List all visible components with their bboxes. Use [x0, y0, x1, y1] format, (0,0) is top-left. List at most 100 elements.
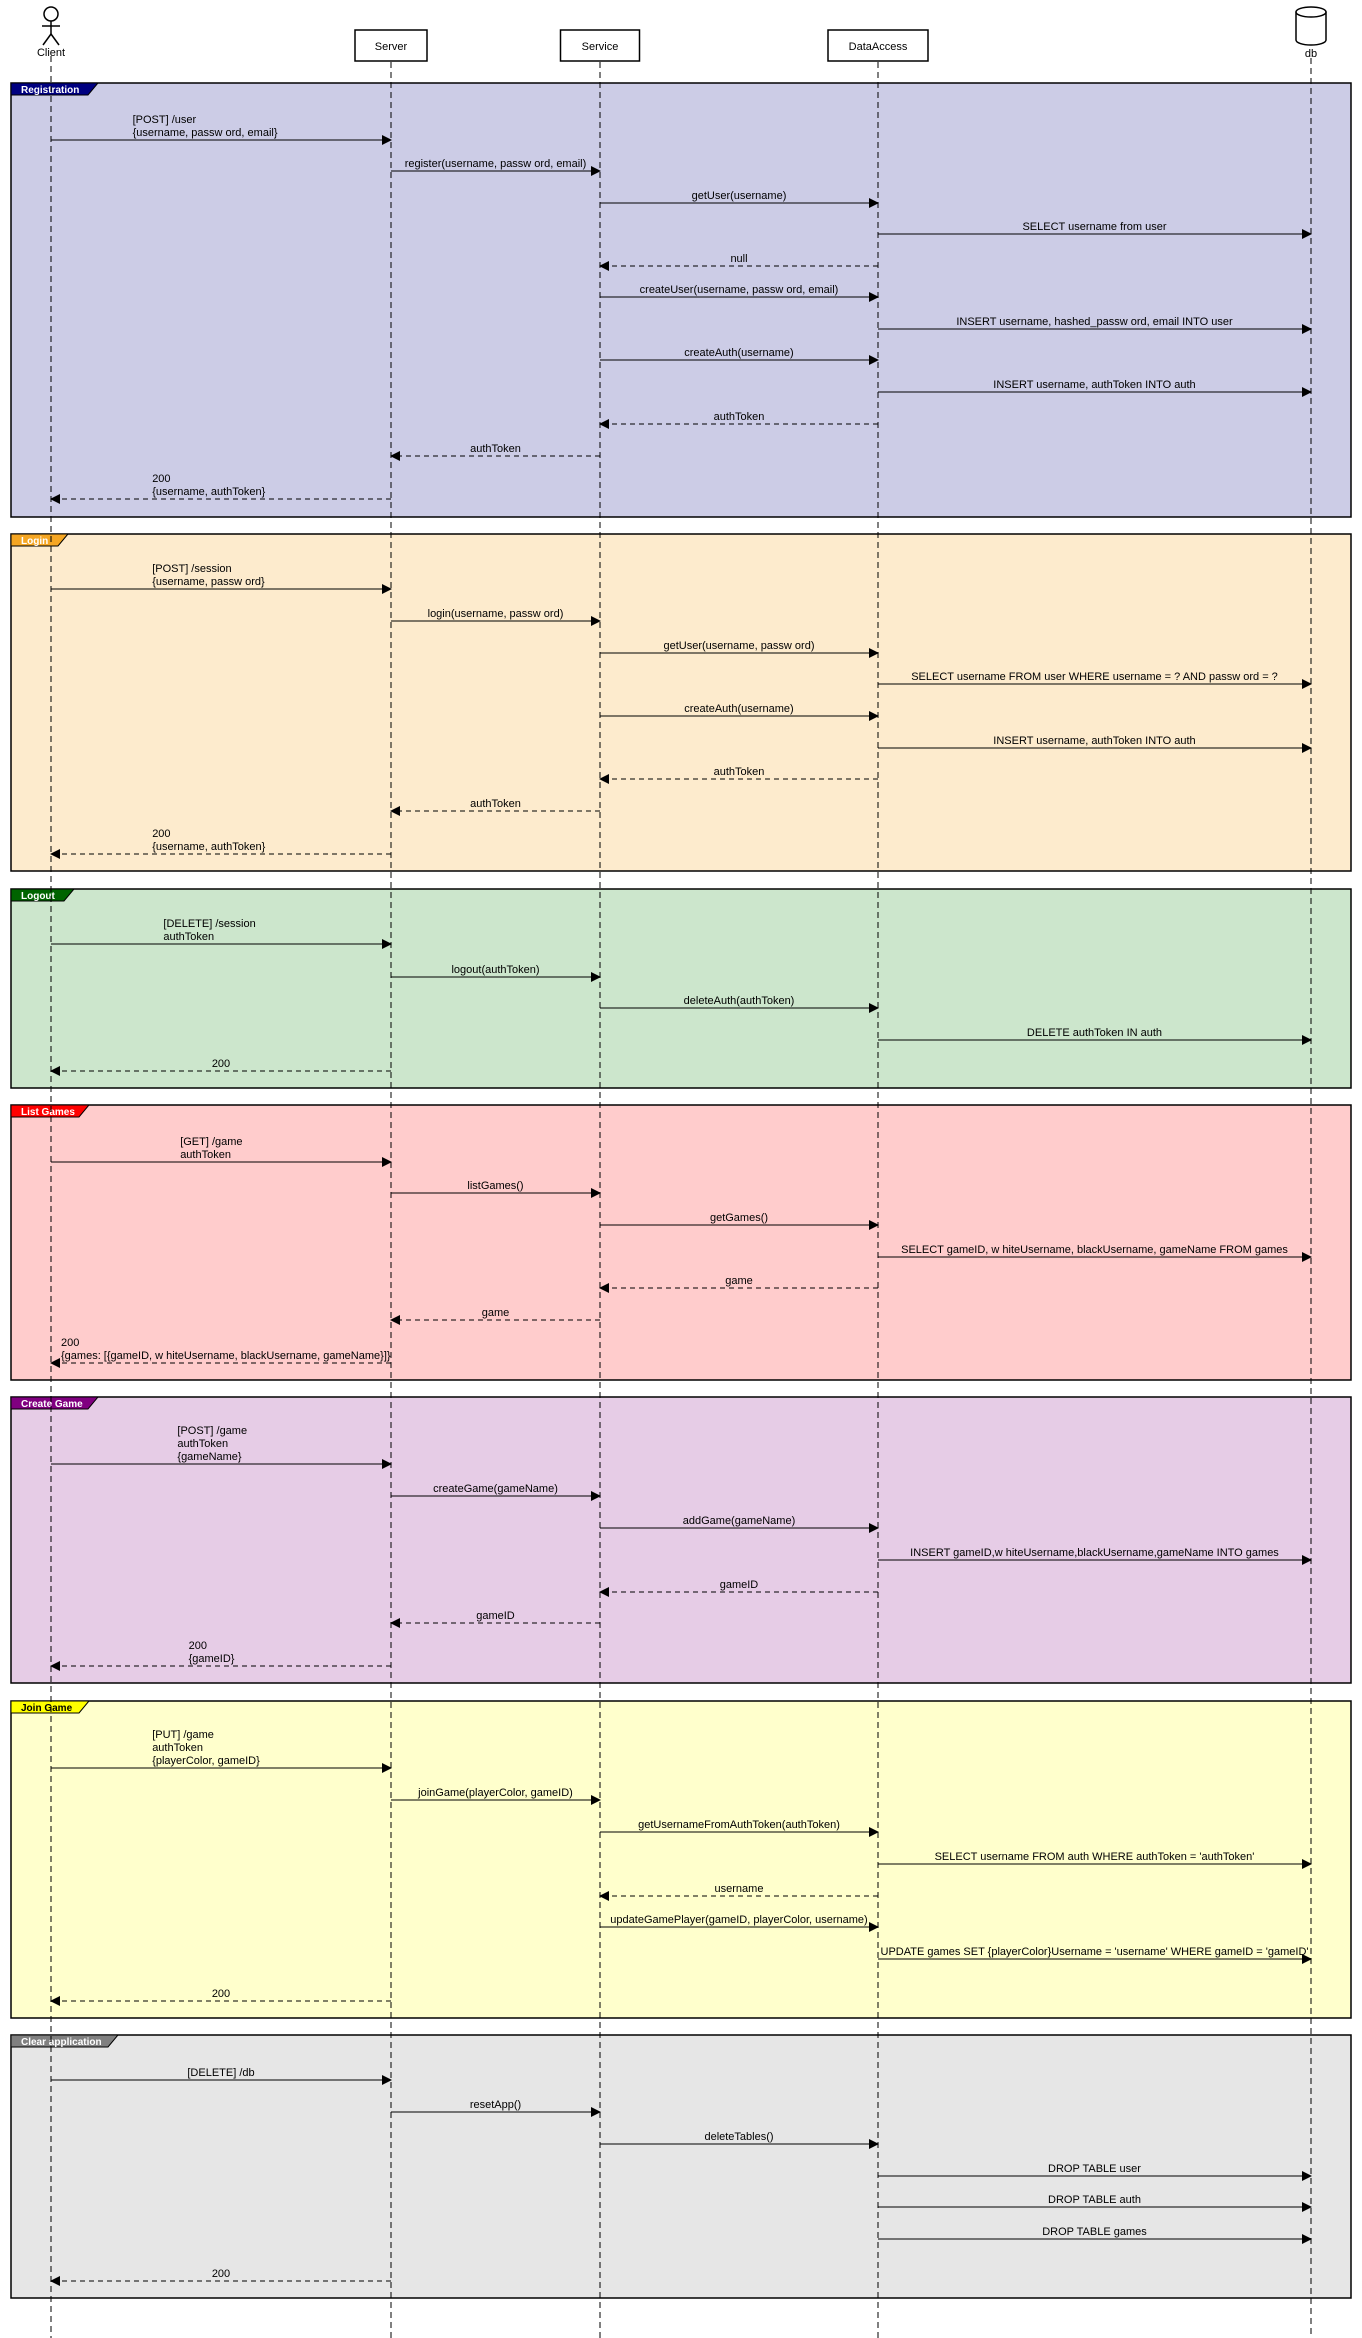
- call-message: resetApp(): [391, 2099, 601, 2117]
- return-message: 200: [50, 1058, 391, 1076]
- message-label: DROP TABLE games: [1042, 2226, 1147, 2238]
- participant-dataaccess: DataAccess: [827, 29, 929, 62]
- call-message: logout(authToken): [391, 964, 601, 982]
- return-message: 200: [50, 2268, 391, 2286]
- call-message: createUser(username, passw ord, email): [600, 284, 879, 302]
- return-message: 200{username, authToken}: [50, 473, 391, 504]
- group-frame: [10, 533, 1352, 872]
- message-label: {games: [{gameID, w hiteUsername, blackU…: [61, 1350, 391, 1362]
- group-frame: [10, 1396, 1352, 1684]
- call-message: deleteTables(): [600, 2131, 879, 2149]
- group-frame: [10, 1700, 1352, 2019]
- participant-label: Client: [37, 47, 65, 59]
- message-label: null: [730, 253, 747, 265]
- participant-service: Service: [559, 29, 641, 62]
- message-label: {username, passw ord, email}: [133, 127, 278, 139]
- group-title: Create Game: [21, 1399, 83, 1410]
- group-title-tab: [10, 2034, 120, 2048]
- message-label: [POST] /user: [133, 114, 197, 126]
- return-message: authToken: [599, 411, 878, 429]
- message-label: SELECT username FROM auth WHERE authToke…: [935, 1851, 1255, 1863]
- message-label: createGame(gameName): [433, 1483, 558, 1495]
- message-label: deleteAuth(authToken): [684, 995, 795, 1007]
- actor-icon: [42, 6, 60, 46]
- group-clear-application: Clear application: [10, 2034, 1352, 2299]
- call-message: joinGame(playerColor, gameID): [391, 1787, 601, 1805]
- group-title-tab: [10, 533, 70, 547]
- message-label: [POST] /game: [177, 1425, 247, 1437]
- message-label: [POST] /session: [152, 563, 231, 575]
- group-title-tab: [10, 82, 100, 96]
- message-label: [DELETE] /session: [163, 918, 255, 930]
- group-registration: Registration: [10, 82, 1352, 518]
- return-message: 200: [50, 1988, 391, 2006]
- message-label: 200: [152, 473, 170, 485]
- group-title-tab: [10, 1700, 91, 1714]
- participant-label: db: [1305, 48, 1317, 60]
- database-icon: [1295, 6, 1327, 46]
- message-label: {gameID}: [189, 1653, 235, 1665]
- call-message: SELECT username from user: [878, 221, 1312, 239]
- return-message: username: [599, 1883, 878, 1901]
- message-label: 200: [212, 1058, 230, 1070]
- call-message: SELECT gameID, w hiteUsername, blackUser…: [878, 1244, 1312, 1262]
- call-message: INSERT username, hashed_passw ord, email…: [878, 316, 1312, 334]
- message-label: SELECT gameID, w hiteUsername, blackUser…: [901, 1244, 1288, 1256]
- message-label: 200: [152, 828, 170, 840]
- group-title: Clear application: [21, 2037, 102, 2048]
- group-title: Login: [21, 536, 48, 547]
- message-label: authToken: [470, 798, 521, 810]
- message-label: SELECT username FROM user WHERE username…: [911, 671, 1278, 683]
- message-label: username: [715, 1883, 764, 1895]
- call-message: [POST] /user{username, passw ord, email}: [51, 114, 392, 145]
- message-label: [DELETE] /db: [187, 2067, 254, 2079]
- group-title-tab: [10, 1396, 100, 1410]
- message-label: {username, authToken}: [152, 841, 265, 853]
- call-message: SELECT username FROM auth WHERE authToke…: [878, 1851, 1312, 1869]
- call-message: getUser(username): [600, 190, 879, 208]
- message-label: 200: [61, 1337, 79, 1349]
- call-message: register(username, passw ord, email): [391, 158, 601, 176]
- message-label: game: [725, 1275, 753, 1287]
- call-message: listGames(): [391, 1180, 601, 1198]
- group-frame: [10, 82, 1352, 518]
- message-label: SELECT username from user: [1022, 221, 1166, 233]
- message-label: createAuth(username): [684, 347, 793, 359]
- group-title-tab: [10, 1104, 91, 1118]
- message-label: {username, passw ord}: [152, 576, 265, 588]
- message-label: authToken: [470, 443, 521, 455]
- return-message: null: [599, 253, 878, 271]
- message-label: listGames(): [467, 1180, 523, 1192]
- message-label: {username, authToken}: [152, 486, 265, 498]
- call-message: deleteAuth(authToken): [600, 995, 879, 1013]
- return-message: 200{gameID}: [50, 1640, 391, 1671]
- call-message: DROP TABLE auth: [878, 2194, 1312, 2212]
- message-label: {playerColor, gameID}: [152, 1755, 260, 1767]
- return-message: 200{username, authToken}: [50, 828, 391, 859]
- message-label: login(username, passw ord): [428, 608, 564, 620]
- call-message: INSERT gameID,w hiteUsername,blackUserna…: [878, 1547, 1312, 1565]
- message-label: getUser(username): [692, 190, 787, 202]
- participant-label: Service: [582, 41, 619, 53]
- call-message: SELECT username FROM user WHERE username…: [878, 671, 1312, 689]
- group-frame: [10, 888, 1352, 1089]
- call-message: addGame(gameName): [600, 1515, 879, 1533]
- group-login: Login: [10, 533, 1352, 872]
- group-logout: Logout: [10, 888, 1352, 1089]
- message-label: getUsernameFromAuthToken(authToken): [638, 1819, 840, 1831]
- call-message: [POST] /session{username, passw ord}: [51, 563, 392, 594]
- message-label: updateGamePlayer(gameID, playerColor, us…: [610, 1914, 867, 1926]
- message-label: 200: [212, 1988, 230, 2000]
- return-message: gameID: [390, 1610, 600, 1628]
- message-label: INSERT gameID,w hiteUsername,blackUserna…: [910, 1547, 1279, 1559]
- message-label: DROP TABLE user: [1048, 2163, 1141, 2175]
- group-title: Join Game: [21, 1703, 73, 1714]
- message-label: addGame(gameName): [683, 1515, 796, 1527]
- participant-box: [827, 29, 929, 62]
